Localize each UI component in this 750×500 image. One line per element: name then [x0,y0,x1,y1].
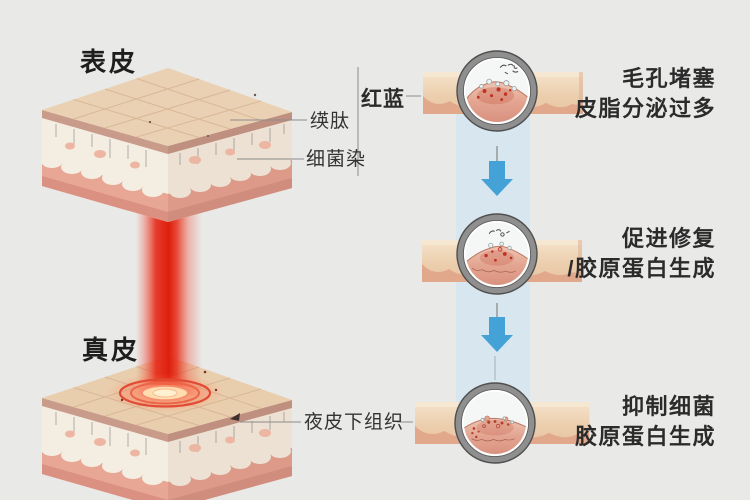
stage-3-line-1: 抑制细菌 [621,394,716,419]
magnifier-circle-2 [456,213,538,295]
stage-1-label: 毛孔堵塞 皮脂分泌过多 [575,64,716,124]
magnifier-circle-3 [454,382,536,464]
callout-subcutaneous-tissue: 夜皮下组织 [304,412,405,433]
stage-1-line-2: 皮脂分泌过多 [574,96,716,121]
stage-2-line-1: 促进修复 [621,226,716,251]
magnifier-circle-1 [456,50,538,132]
stage-1-line-1: 毛孔堵塞 [621,66,716,91]
stage-3-label: 抑制细菌 胶原蛋白生成 [575,392,716,452]
callout-wrinkle-peptide: 绬肽 [310,111,351,132]
stage-2-label: 促进修复 /胶原蛋白生成 [567,224,716,284]
callout-bacteria-stain: 细菌染 [306,149,367,170]
red-laser-beam [136,205,202,395]
down-arrow-1 [481,146,513,196]
stage-3-line-2: 胶原蛋白生成 [574,424,716,449]
leader-lines [230,67,421,423]
dermis-label: 真皮 [82,335,141,365]
stage-2-line-2: /胶原蛋白生成 [567,256,716,281]
upper-skin-block [41,68,292,222]
epidermis-label: 表皮 [80,47,139,77]
laser-impact-rings [105,370,225,413]
down-arrow-2 [481,303,513,380]
callout-red-blue: 红蓝 [361,88,405,111]
